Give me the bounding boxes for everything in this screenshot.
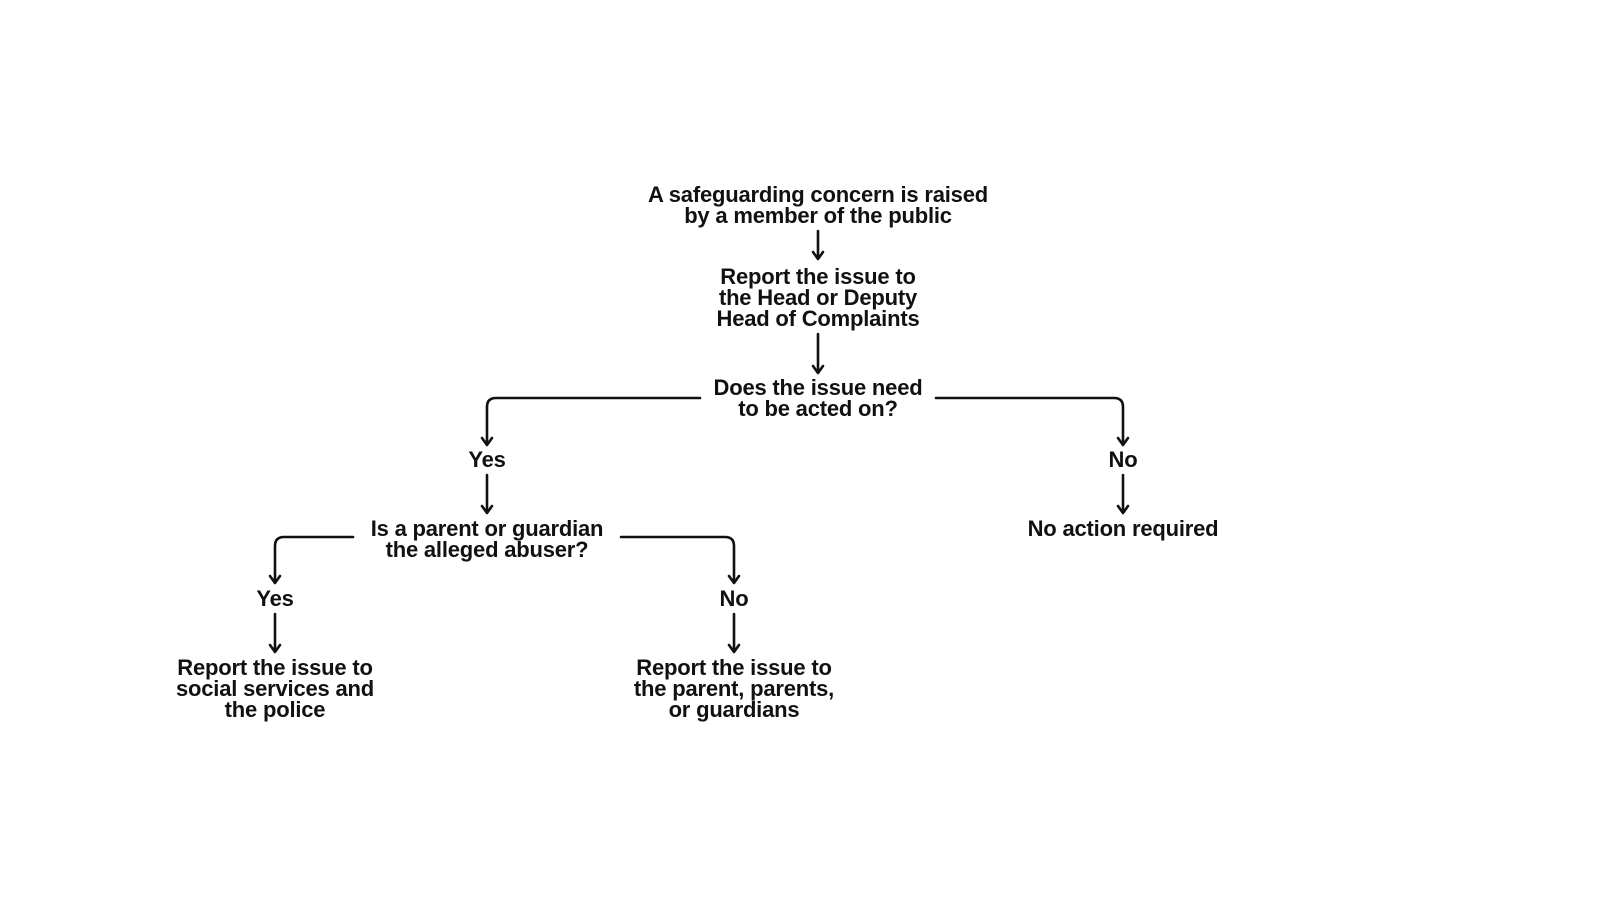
report-head-line: Report the issue to [720, 264, 916, 289]
decision-act-line: Does the issue need [713, 375, 923, 400]
act-no-label: No [1108, 447, 1138, 472]
arrow-report-head-to-decision [811, 332, 825, 375]
report-head-line: the Head or Deputy [718, 285, 918, 310]
report-parents-node: Report the issue to the parent, parents,… [633, 655, 835, 722]
arrow-decision-parent-to-yes [268, 535, 355, 585]
arrow-no-to-no-action [1116, 473, 1130, 515]
decision-act-line: to be acted on? [738, 396, 898, 421]
decision-parent-line: the alleged abuser? [385, 537, 589, 562]
arrow-parent-yes-to-report-police [268, 612, 282, 654]
report-parents-line: or guardians [668, 697, 800, 722]
arrow-parent-no-to-report-parents [727, 612, 741, 654]
parent-yes-label: Yes [256, 586, 294, 611]
start-node-line: by a member of the public [684, 203, 952, 228]
report-parents-line: the parent, parents, [633, 676, 835, 701]
act-yes-label: Yes [468, 447, 506, 472]
decision-node-act-on: Does the issue need to be acted on? [713, 375, 923, 421]
no-action-required-node: No action required [1027, 516, 1219, 541]
report-head-line: Head of Complaints [716, 306, 920, 331]
report-police-line: the police [224, 697, 326, 722]
no-action-label: No action required [1027, 516, 1219, 541]
arrow-decision-parent-to-no [619, 535, 741, 585]
decision-node-parent-abuser: Is a parent or guardian the alleged abus… [370, 516, 604, 562]
report-police-line: social services and [176, 676, 374, 701]
arrow-decision-to-yes [480, 396, 702, 447]
start-node-line: A safeguarding concern is raised [647, 182, 989, 207]
branch-label-parent-yes: Yes [256, 586, 294, 611]
arrow-start-to-report-head [811, 229, 825, 261]
report-head-node: Report the issue to the Head or Deputy H… [716, 264, 920, 331]
report-parents-line: Report the issue to [636, 655, 832, 680]
branch-label-act-yes: Yes [468, 447, 506, 472]
decision-parent-line: Is a parent or guardian [370, 516, 604, 541]
branch-label-parent-no: No [719, 586, 749, 611]
report-police-node: Report the issue to social services and … [176, 655, 374, 722]
branch-label-act-no: No [1108, 447, 1138, 472]
report-police-line: Report the issue to [177, 655, 373, 680]
start-node-concern-raised: A safeguarding concern is raised by a me… [647, 182, 989, 228]
arrow-decision-to-no [934, 396, 1130, 447]
parent-no-label: No [719, 586, 749, 611]
arrow-yes-to-decision-parent [480, 473, 494, 515]
